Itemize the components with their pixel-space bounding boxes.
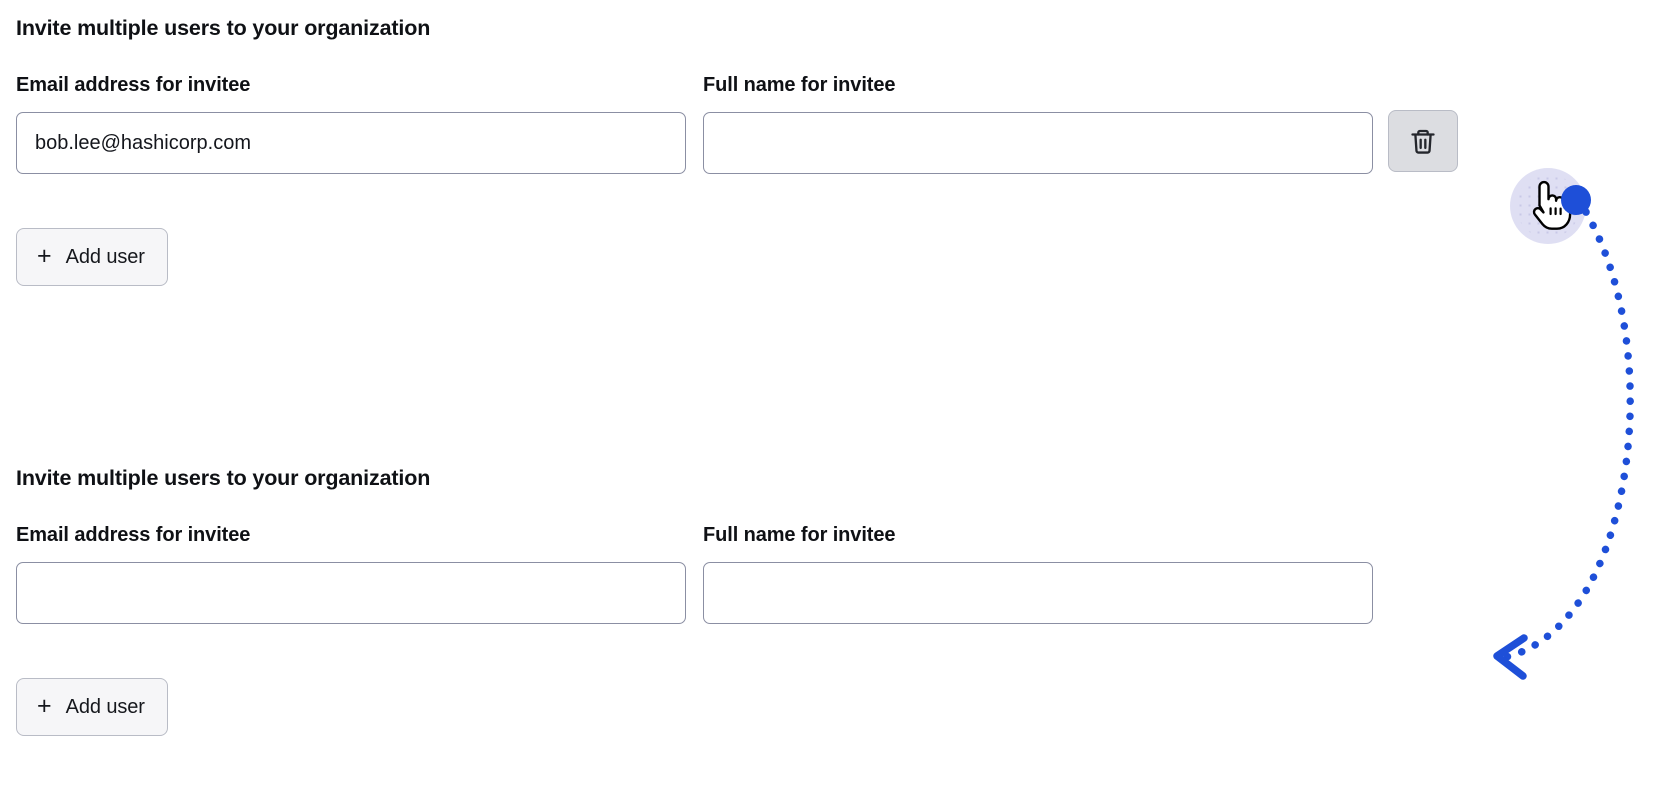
page-title-2: Invite multiple users to your organizati… <box>16 466 431 490</box>
fullname-field-label: Full name for invitee <box>703 74 896 96</box>
email-input[interactable] <box>16 112 686 174</box>
email-field-group-2: Email address for invitee <box>16 522 686 624</box>
email-field-label: Email address for invitee <box>16 74 251 96</box>
invite-block-top: Invite multiple users to your organizati… <box>16 14 1656 286</box>
email-field-group: Email address for invitee <box>16 72 686 174</box>
plus-icon-2: + <box>37 691 52 720</box>
trash-icon <box>1409 127 1437 156</box>
add-user-button-2[interactable]: + Add user <box>16 678 168 736</box>
delete-invitee-button[interactable] <box>1388 110 1458 172</box>
email-field-label-2: Email address for invitee <box>16 524 251 546</box>
plus-icon: + <box>37 241 52 270</box>
fullname-field-label-2: Full name for invitee <box>703 524 896 546</box>
page-title: Invite multiple users to your organizati… <box>16 16 431 40</box>
add-user-button[interactable]: + Add user <box>16 228 168 286</box>
add-user-button-label-2: Add user <box>65 695 145 718</box>
invitee-row-2: Email address for invitee Full name for … <box>16 522 1656 662</box>
fullname-field-group: Full name for invitee <box>703 72 1373 174</box>
invitee-row: Email address for invitee Full name for … <box>16 72 1656 212</box>
invite-block-bottom: Invite multiple users to your organizati… <box>16 464 1656 736</box>
email-input-2[interactable] <box>16 562 686 624</box>
fullname-field-group-2: Full name for invitee <box>703 522 1373 624</box>
fullname-input[interactable] <box>703 112 1373 174</box>
fullname-input-2[interactable] <box>703 562 1373 624</box>
add-user-button-label: Add user <box>65 245 145 268</box>
